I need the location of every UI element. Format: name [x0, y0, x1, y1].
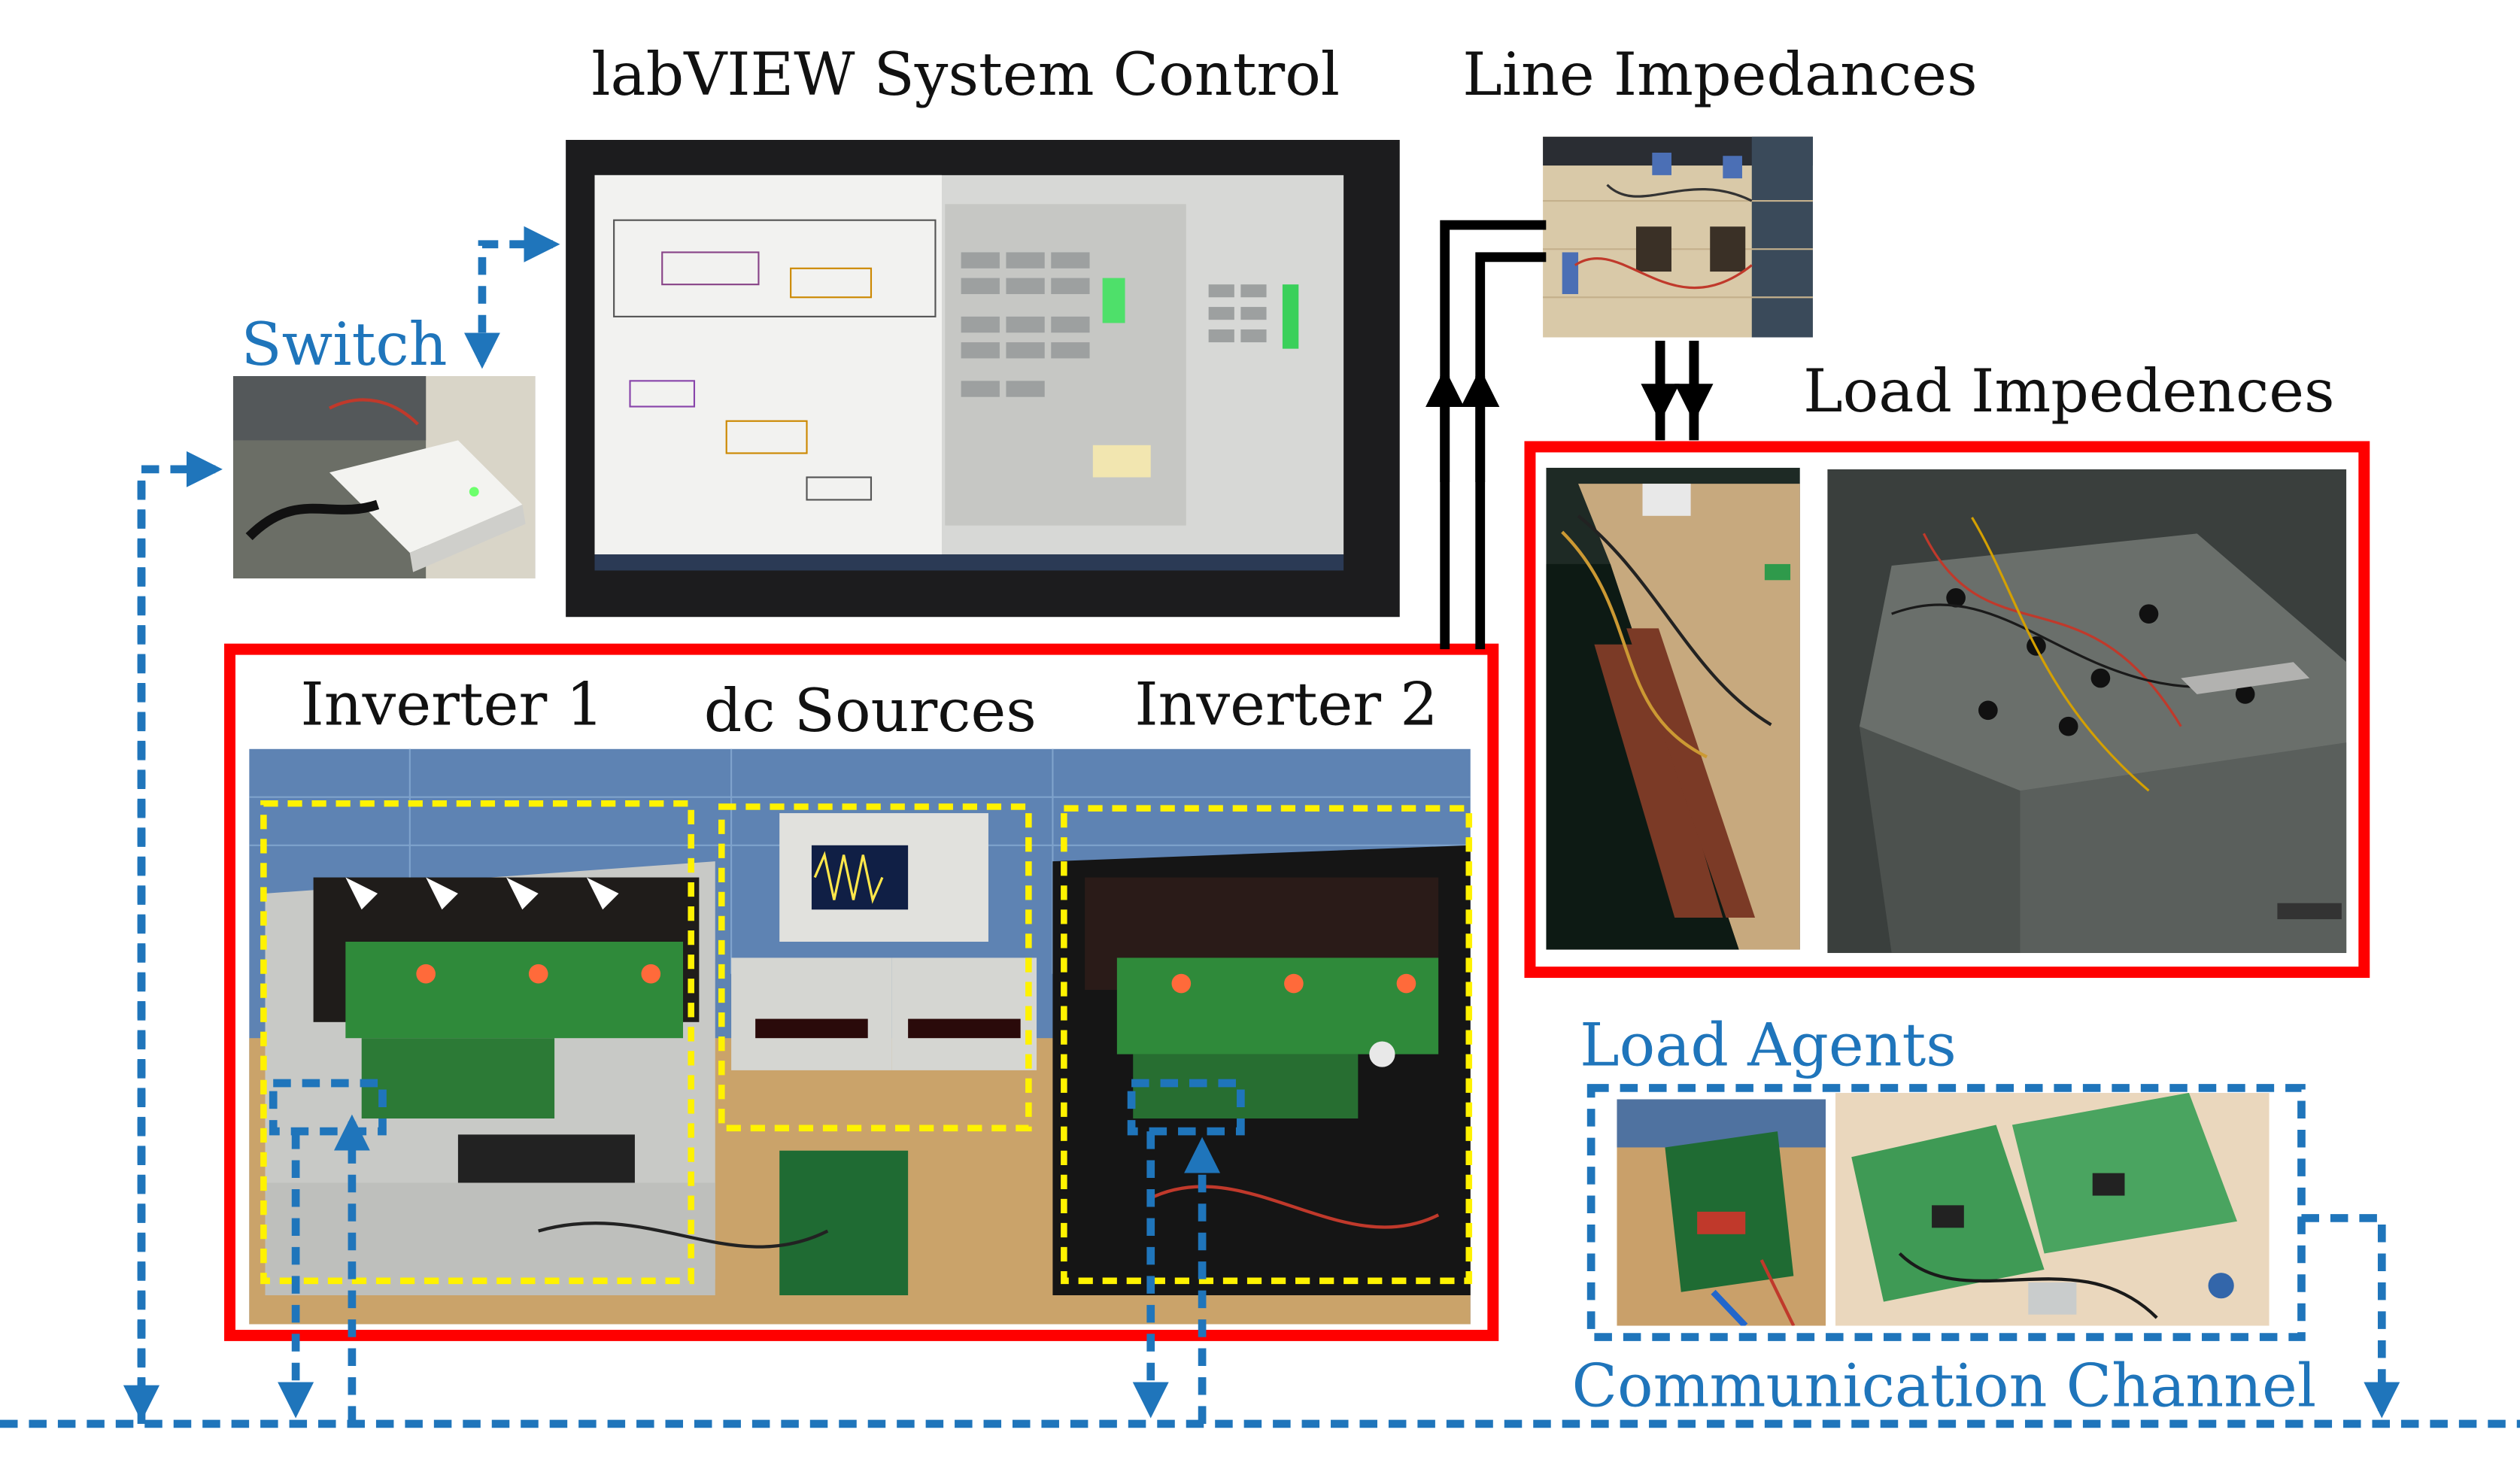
inverter2-label: Inverter 2 — [1134, 669, 1438, 739]
load-agents-box — [1586, 1084, 2306, 1341]
inverter-bench-photo — [249, 748, 1471, 1325]
inverter2-subsystem-box — [1061, 805, 1473, 1285]
inverter2-agent-box — [1127, 1079, 1245, 1136]
communication-channel-label: Communication Channel — [1571, 1351, 2317, 1421]
load-impedance-photo-right — [1827, 469, 2347, 953]
inverter1-label: Inverter 1 — [300, 669, 604, 739]
labview-monitor-photo — [566, 139, 1400, 618]
load-agent-photo-right — [1835, 1092, 2270, 1326]
inverter1-subsystem-box — [260, 800, 694, 1285]
system-control-label: labVIEW System Control — [591, 40, 1340, 110]
switch-photo — [232, 375, 536, 579]
load-impedance-frame — [1524, 441, 2370, 979]
switch-label: Switch — [241, 310, 448, 380]
inverter1-agent-box — [269, 1079, 387, 1136]
power-line-2 — [1475, 252, 1547, 650]
load-impedance-photo-left — [1546, 467, 1800, 950]
dc-sources-label: dc Sources — [703, 676, 1037, 746]
line-impedances-photo — [1543, 136, 1813, 338]
load-agent-photo-left — [1617, 1099, 1826, 1326]
power-line-1 — [1440, 220, 1547, 650]
load-impedences-label: Load Impedences — [1803, 357, 2335, 426]
load-agents-label: Load Agents — [1580, 1010, 1957, 1080]
inverter-group-frame — [224, 643, 1499, 1341]
dc-sources-subsystem-box — [718, 803, 1032, 1132]
line-impedances-label: Line Impedances — [1462, 40, 1978, 110]
